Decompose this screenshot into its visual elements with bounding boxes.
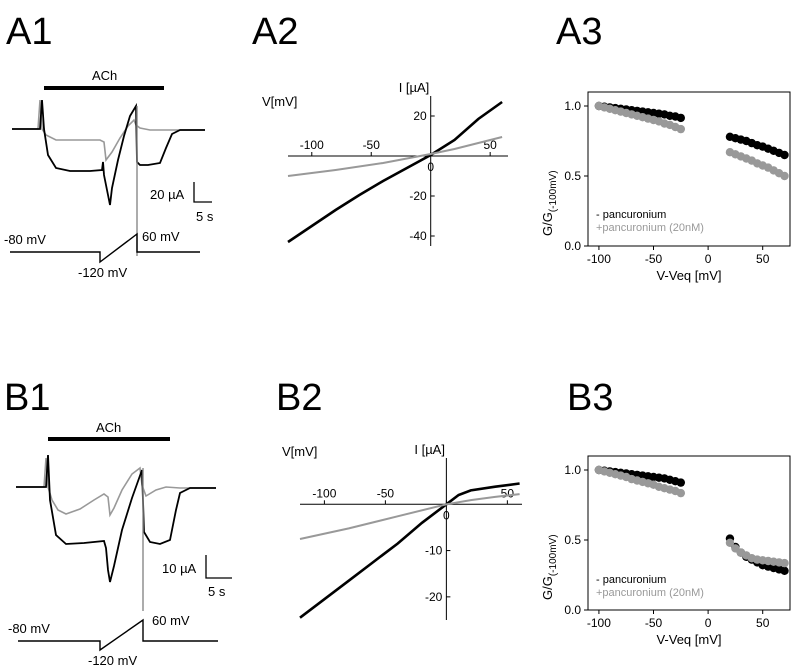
data-point-pancuronium: [676, 124, 686, 134]
iv-curve-pancuronium: [299, 493, 520, 540]
b1-ach-label: ACh: [96, 420, 121, 435]
a1-scale-bar: [193, 182, 212, 203]
b1-voltage-protocol: [18, 618, 218, 652]
data-point-control: [676, 113, 686, 123]
x-tick-label: 50: [756, 252, 770, 266]
y-tick-label: 0.0: [564, 239, 581, 253]
iv-curve-pancuronium: [287, 136, 503, 177]
y-axis-label-sub: (-100mV): [548, 534, 559, 576]
a1-trace-panel: ACh 20 µA 5 s -80 mV -120 mV 60 mV: [4, 68, 214, 280]
y-axis-label: G/G(-100mV): [540, 170, 559, 236]
y-tick-label: 20: [413, 109, 427, 123]
y-tick-label: 1.0: [564, 463, 581, 477]
y-axis-label-sub: (-100mV): [548, 170, 559, 212]
y-axis-label: G/G(-100mV): [540, 534, 559, 600]
b1-scale-current: 10 µA: [162, 561, 197, 576]
x-tick-label: -50: [645, 252, 663, 266]
y-tick-label: 1.0: [564, 99, 581, 113]
x-axis-label: V[mV]: [282, 444, 317, 459]
legend-entry: - pancuronium: [596, 574, 666, 586]
legend-entry: +pancuronium (20nM): [596, 587, 704, 599]
x-tick-label: -100: [300, 138, 324, 152]
x-tick-label: -100: [587, 616, 611, 630]
y-axis-label: I [µA]: [399, 80, 430, 95]
data-point-pancuronium: [780, 171, 789, 181]
x-axis-label: V-Veq [mV]: [656, 632, 721, 647]
y-tick-label: 0.5: [564, 169, 581, 183]
data-point-pancuronium: [780, 558, 789, 568]
b1-high-label: 60 mV: [152, 613, 190, 628]
x-tick-label: 0: [705, 616, 712, 630]
y-tick-label: 0.0: [564, 603, 581, 617]
b1-trace-panel: ACh 10 µA 5 s -80 mV -120 mV 60 mV: [8, 420, 232, 668]
y-axis-label-main: G/G: [540, 212, 555, 236]
panel-label-a2: A2: [252, 11, 298, 53]
data-point-pancuronium: [676, 488, 686, 498]
x-axis-label: V[mV]: [262, 94, 297, 109]
a1-hold-label: -80 mV: [4, 232, 46, 247]
plot-frame: [587, 91, 791, 247]
y-tick-label: -40: [409, 229, 427, 243]
a1-scale-current: 20 µA: [150, 187, 185, 202]
a1-trace-pancuronium: [12, 99, 205, 163]
data-point-pancuronium: [725, 538, 735, 547]
data-point-control: [780, 150, 789, 160]
a1-low-label: -120 mV: [78, 265, 127, 280]
panel-label-b1: B1: [4, 377, 50, 419]
legend-entry: - pancuronium: [596, 209, 666, 221]
panel-label-b3: B3: [567, 377, 613, 419]
panel-label-a1: A1: [6, 11, 52, 53]
iv-chart-b2: -100 -50 0 50 -20 -10 V[mV] I [µA]: [282, 442, 522, 620]
plot-frame: [587, 455, 791, 611]
data-point-control: [676, 478, 686, 487]
x-tick-label: 50: [501, 486, 515, 500]
a1-ach-label: ACh: [92, 68, 117, 83]
a1-voltage-protocol: [10, 232, 200, 264]
panel-label-b2: B2: [276, 377, 322, 419]
y-tick-label: -20: [425, 590, 443, 604]
x-tick-label: 0: [705, 252, 712, 266]
x-tick-label: -50: [363, 138, 381, 152]
b1-low-label: -120 mV: [88, 653, 137, 668]
y-tick-label: -20: [409, 189, 427, 203]
y-axis-label-main: G/G: [540, 576, 555, 600]
x-tick-label: 0: [427, 160, 434, 174]
iv-curve-control: [299, 482, 520, 619]
data-point-control: [780, 566, 789, 575]
y-tick-label: -10: [425, 544, 443, 558]
a1-scale-time: 5 s: [196, 209, 214, 224]
conductance-chart-b3: -100 -50 0 50 0.0 0.5 1.0V-Veq [mV] G/G(-100mV)…: [540, 455, 791, 647]
legend-entry: +pancuronium (20nM): [596, 222, 704, 234]
x-tick-label: -50: [377, 486, 395, 500]
x-tick-label: -100: [312, 486, 336, 500]
b1-trace-control: [16, 454, 216, 583]
x-tick-label: 0: [443, 508, 450, 522]
b1-hold-label: -80 mV: [8, 621, 50, 636]
x-tick-label: -100: [587, 252, 611, 266]
y-tick-label: 0.5: [564, 533, 581, 547]
b1-scale-bar: [205, 555, 232, 579]
a1-trace-control: [12, 99, 205, 206]
b1-scale-time: 5 s: [208, 584, 226, 599]
a1-high-label: 60 mV: [142, 229, 180, 244]
iv-curve-control: [287, 100, 503, 244]
conductance-chart-a3: -100 -50 0 50 0.0 0.5 1.0V-Veq [mV] G/G(-100mV)…: [540, 91, 791, 283]
x-axis-label: V-Veq [mV]: [656, 268, 721, 283]
panel-label-a3: A3: [556, 11, 602, 53]
y-axis-label: I [µA]: [414, 442, 445, 457]
x-tick-label: 50: [756, 616, 770, 630]
x-tick-label: -50: [645, 616, 663, 630]
